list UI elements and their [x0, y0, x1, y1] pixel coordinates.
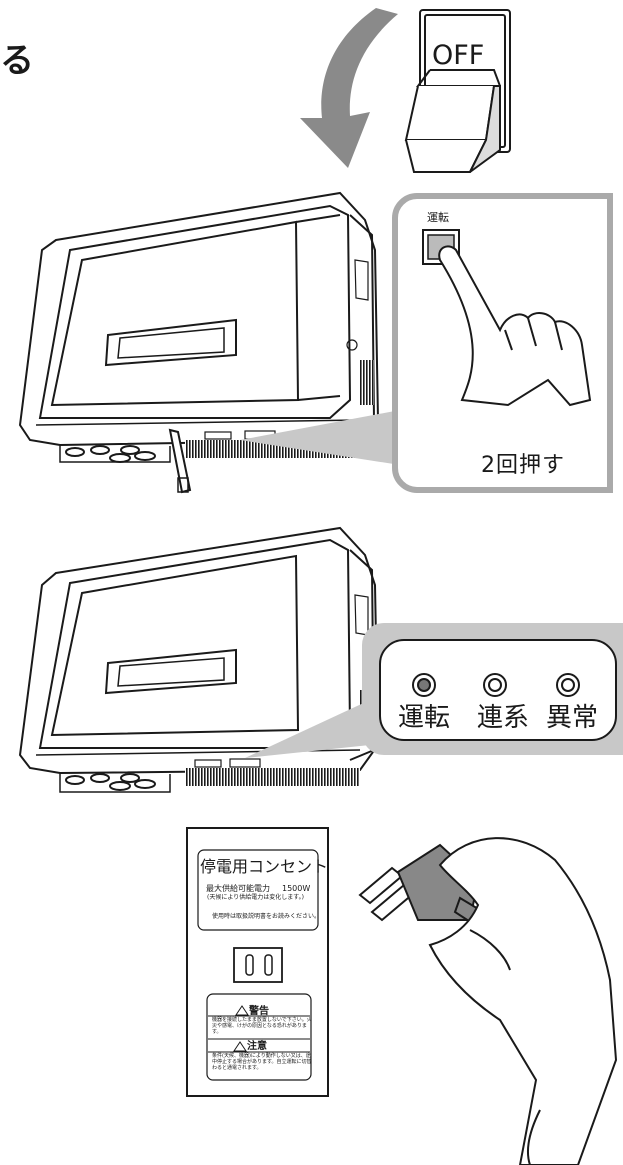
step-title-fragment: る	[0, 41, 34, 81]
warning-heading: 警告	[249, 1006, 269, 1017]
pressing-hand	[438, 245, 592, 407]
power-conditioner-unit-1	[18, 191, 380, 494]
caution-text: 条件(天候、機器)により動作しない又は、途中停止する場合があります。自立運転に切…	[212, 1053, 312, 1071]
power-conditioner-unit-2	[18, 526, 380, 793]
indicator-label-error: 異常	[545, 703, 598, 733]
manual-note: 使用時は取扱説明書をお読みください。	[212, 913, 321, 920]
turn-off-arrow	[300, 8, 398, 168]
warning-text: 機器を接続したまま放置しないで下さい。火災や感電、けがの原因となる恐れがあります…	[212, 1017, 312, 1035]
indicator-lamps	[412, 673, 580, 697]
weather-note: (天候により供給電力は変化します。)	[207, 894, 304, 901]
operation-button-label: 運転	[427, 211, 449, 224]
breaker-switch	[404, 9, 511, 173]
outlet-title: 停電用コンセント	[200, 857, 329, 876]
breaker-off-label: OFF	[432, 40, 485, 71]
caution-heading: 注意	[247, 1041, 267, 1052]
outlet-panel	[186, 827, 329, 1097]
press-twice-instruction: 2回押す	[481, 453, 565, 478]
holding-hand	[428, 837, 618, 1165]
max-power-label: 最大供給可能電力	[206, 884, 270, 893]
indicator-label-grid-tie: 連系	[476, 703, 529, 733]
max-power-value: 1500W	[282, 884, 311, 893]
indicator-label-operation: 運転	[397, 703, 450, 733]
